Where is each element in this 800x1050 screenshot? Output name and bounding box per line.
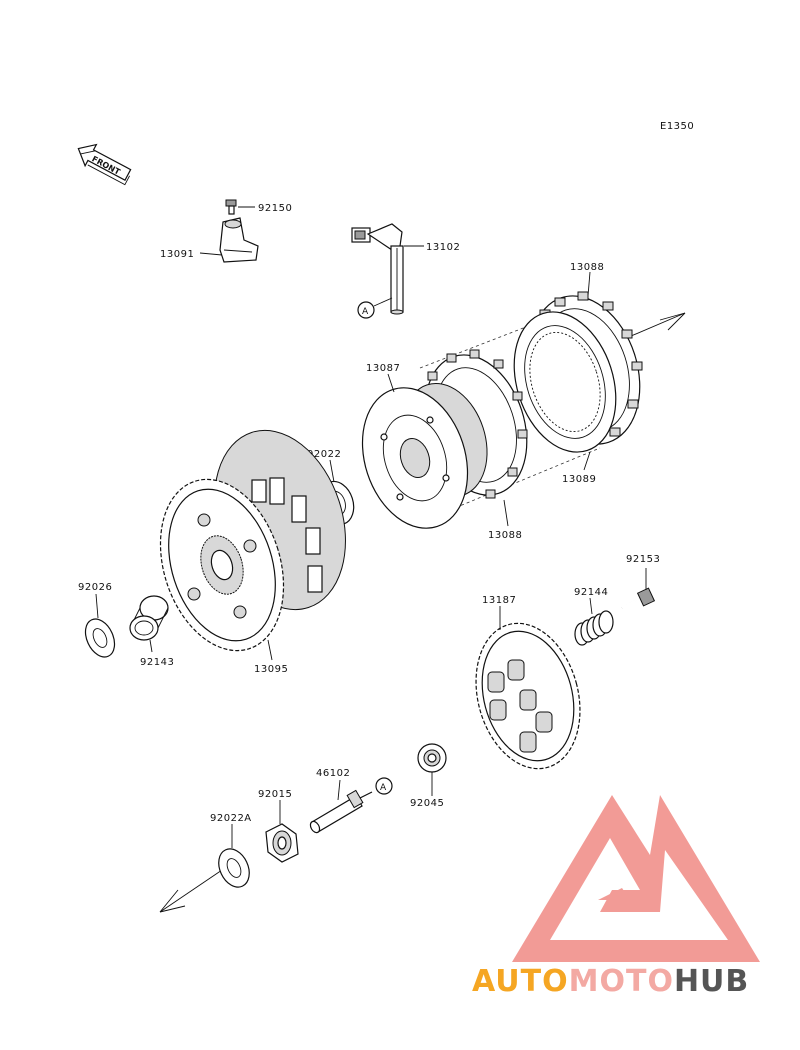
label-92153: 92153 — [626, 554, 660, 565]
part-92143-collar — [129, 595, 169, 641]
part-13102-lever — [351, 223, 424, 315]
label-92022: 92022 — [307, 449, 341, 460]
part-46102-push-rod — [309, 779, 373, 834]
brand-part-3: HUB — [673, 964, 750, 999]
part-92022A-washer — [218, 824, 250, 888]
ref-marker-a-bottom: A — [375, 777, 393, 795]
label-13089: 13089 — [562, 474, 596, 485]
label-92045: 92045 — [410, 798, 444, 809]
label-13088-bottom: 13088 — [488, 530, 522, 541]
svg-text:A: A — [380, 783, 387, 793]
label-13095: 13095 — [254, 664, 288, 675]
label-92150: 92150 — [258, 203, 292, 214]
part-92045-bearing — [417, 743, 447, 796]
part-13091-bracket — [199, 217, 259, 263]
part-92026-washer — [84, 618, 116, 658]
label-92015: 92015 — [258, 789, 292, 800]
axis-arrow-top-icon — [659, 312, 686, 331]
brand-part-1: AUTO — [472, 964, 569, 999]
label-13187: 13187 — [482, 595, 516, 606]
part-92015-nut — [265, 800, 299, 863]
axis-arrow-bottom-icon — [159, 889, 186, 913]
part-92150-bolt — [225, 199, 255, 215]
label-13088-top: 13088 — [570, 262, 604, 273]
label-92026: 92026 — [78, 582, 112, 593]
label-46102: 46102 — [316, 768, 350, 779]
label-13087: 13087 — [366, 363, 400, 374]
watermark-logo-icon — [512, 795, 760, 962]
label-92022A: 92022A — [210, 813, 252, 824]
axis-line-bottom — [159, 867, 226, 913]
label-13102: 13102 — [426, 242, 460, 253]
label-92143: 92143 — [140, 657, 174, 668]
svg-text:A: A — [362, 307, 369, 317]
label-13091: 13091 — [160, 249, 194, 260]
front-arrow-icon: FRONT — [77, 143, 132, 186]
part-13087-clutch-hub — [361, 382, 488, 529]
brand-part-2: MOTO — [568, 964, 674, 999]
part-13089-steel-plate — [513, 311, 617, 453]
part-92153-bolt — [621, 568, 656, 609]
part-13095-clutch-housing — [159, 429, 346, 652]
label-92144: 92144 — [574, 587, 608, 598]
diagram-code: E1350 — [660, 121, 694, 132]
part-13187-pressure-plate — [475, 622, 581, 770]
ref-marker-a-top: A — [357, 297, 393, 319]
part-92144-spring — [574, 597, 614, 646]
watermark-brand: AUTOMOTOHUB — [472, 964, 749, 999]
